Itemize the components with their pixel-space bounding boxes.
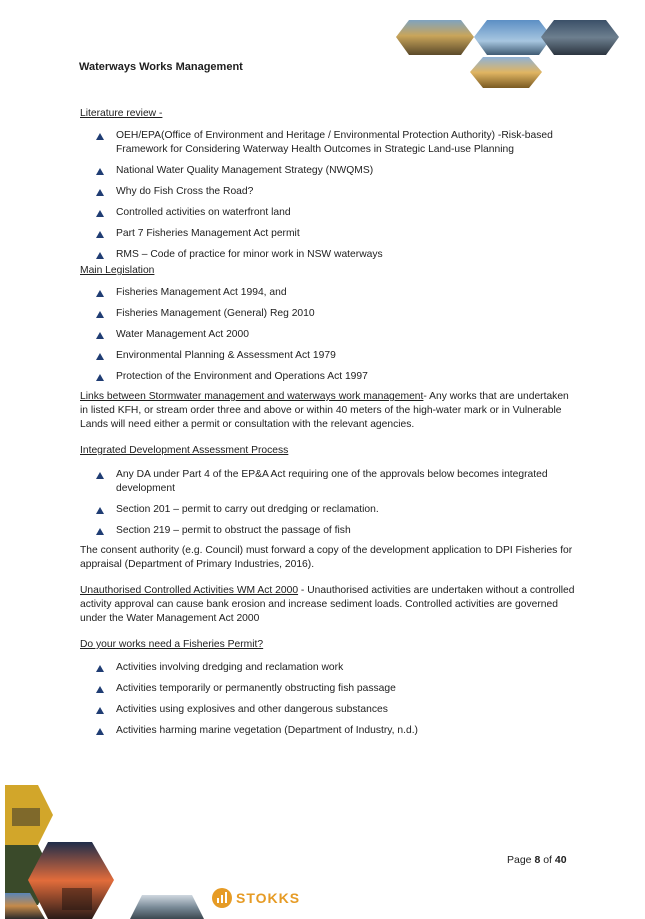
- legislation-list: Fisheries Management Act 1994, and Fishe…: [80, 286, 575, 384]
- list-item: OEH/EPA(Office of Environment and Herita…: [80, 129, 575, 157]
- hex-photo-sunset: [28, 842, 114, 919]
- document-header-title: Waterways Works Management: [79, 61, 243, 73]
- bar-chart-icon: [212, 888, 232, 908]
- list-item: Controlled activities on waterfront land: [80, 206, 575, 220]
- list-item: Fisheries Management (General) Reg 2010: [80, 307, 575, 321]
- triangle-bullet-icon: [96, 353, 104, 360]
- hex-photo-railway: [396, 20, 474, 55]
- list-item: Activities harming marine vegetation (De…: [80, 724, 575, 738]
- triangle-bullet-icon: [96, 665, 104, 672]
- unauthorised-paragraph: Unauthorised Controlled Activities WM Ac…: [80, 584, 575, 626]
- triangle-bullet-icon: [96, 374, 104, 381]
- list-item: Any DA under Part 4 of the EP&A Act requ…: [80, 468, 575, 496]
- triangle-bullet-icon: [96, 168, 104, 175]
- links-text: - Any works that are undertaken in liste…: [80, 391, 569, 430]
- triangle-bullet-icon: [96, 472, 104, 479]
- links-paragraph: Links between Stormwater management and …: [80, 390, 575, 432]
- main-legislation-heading: Main Legislation: [80, 265, 155, 276]
- triangle-bullet-icon: [96, 210, 104, 217]
- list-item: Activities temporarily or permanently ob…: [80, 682, 575, 696]
- list-item: Activities involving dredging and reclam…: [80, 661, 575, 675]
- list-item: Fisheries Management Act 1994, and: [80, 286, 575, 300]
- page-content: Literature review - OEH/EPA(Office of En…: [80, 107, 575, 738]
- triangle-bullet-icon: [96, 252, 104, 259]
- hex-photo-field: [470, 57, 542, 88]
- triangle-bullet-icon: [96, 332, 104, 339]
- ida-list: Any DA under Part 4 of the EP&A Act requ…: [80, 468, 575, 538]
- hex-photo-water: [5, 893, 45, 919]
- list-item: Section 219 – permit to obstruct the pas…: [80, 524, 575, 538]
- stokks-logo: STOKKS: [212, 888, 300, 908]
- fisheries-permit-heading: Do your works need a Fisheries Permit?: [80, 639, 264, 650]
- list-item: Protection of the Environment and Operat…: [80, 370, 575, 384]
- hex-photo-river: [541, 20, 619, 55]
- triangle-bullet-icon: [96, 311, 104, 318]
- list-item: Why do Fish Cross the Road?: [80, 185, 575, 199]
- literature-review-list: OEH/EPA(Office of Environment and Herita…: [80, 129, 575, 262]
- triangle-bullet-icon: [96, 728, 104, 735]
- list-item: Section 201 – permit to carry out dredgi…: [80, 503, 575, 517]
- hex-photo-sky: [474, 20, 552, 55]
- list-item: Environmental Planning & Assessment Act …: [80, 349, 575, 363]
- triangle-bullet-icon: [96, 133, 104, 140]
- list-item: National Water Quality Management Strate…: [80, 164, 575, 178]
- triangle-bullet-icon: [96, 189, 104, 196]
- page-number: Page 8 of 40: [507, 854, 567, 866]
- consent-authority-paragraph: The consent authority (e.g. Council) mus…: [80, 545, 573, 570]
- unauthorised-text: - Unauthorised activities are undertaken…: [80, 585, 575, 624]
- list-item: Activities using explosives and other da…: [80, 703, 575, 717]
- ida-heading: Integrated Development Assessment Proces…: [80, 445, 289, 456]
- list-item: RMS – Code of practice for minor work in…: [80, 248, 575, 262]
- literature-review-heading: Literature review -: [80, 108, 163, 119]
- fisheries-permit-list: Activities involving dredging and reclam…: [80, 661, 575, 738]
- triangle-bullet-icon: [96, 707, 104, 714]
- list-item: Part 7 Fisheries Management Act permit: [80, 227, 575, 241]
- triangle-bullet-icon: [96, 231, 104, 238]
- triangle-bullet-icon: [96, 507, 104, 514]
- triangle-bullet-icon: [96, 528, 104, 535]
- unauthorised-heading: Unauthorised Controlled Activities WM Ac…: [80, 585, 299, 596]
- hex-photo-construction: [130, 895, 204, 919]
- list-item: Water Management Act 2000: [80, 328, 575, 342]
- links-heading: Links between Stormwater management and …: [80, 391, 424, 402]
- triangle-bullet-icon: [96, 290, 104, 297]
- logo-text: STOKKS: [236, 890, 301, 906]
- triangle-bullet-icon: [96, 686, 104, 693]
